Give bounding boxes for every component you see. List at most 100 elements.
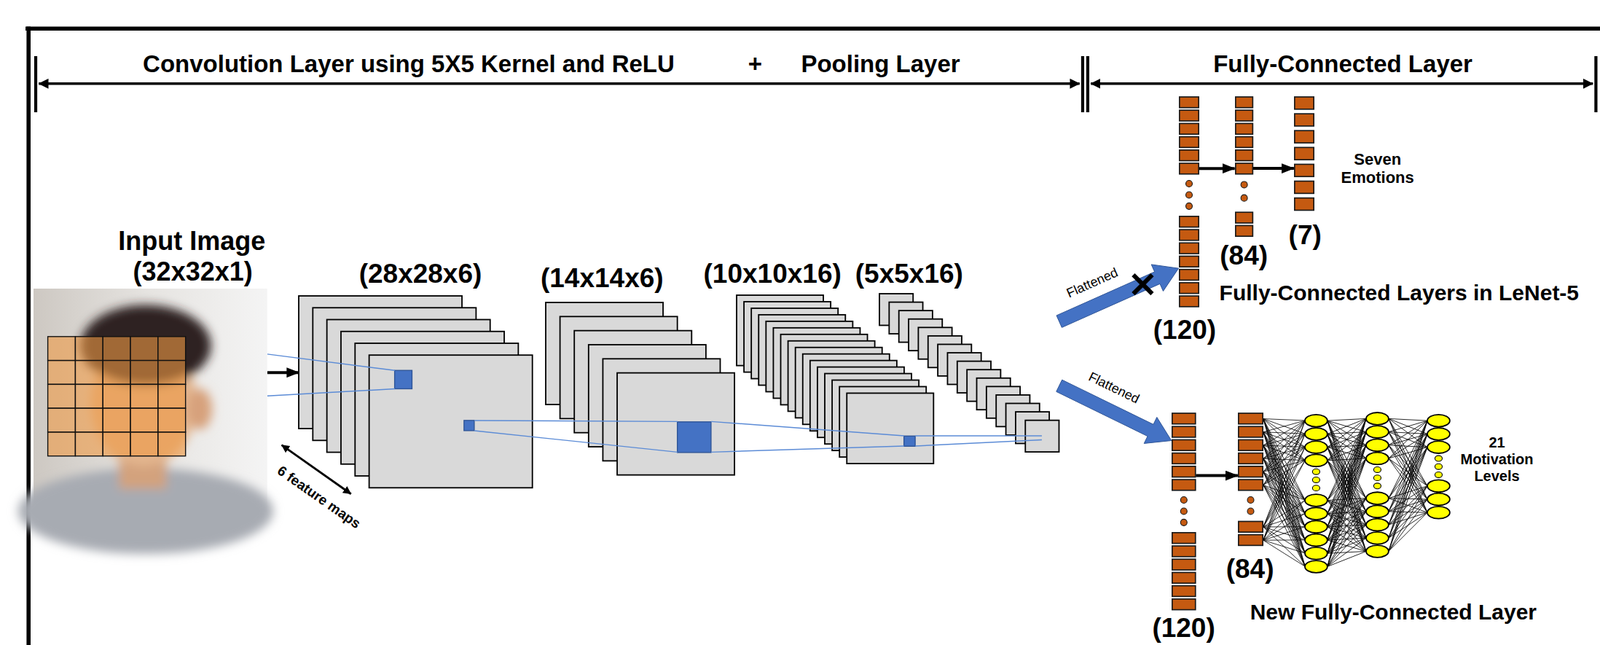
ellipsis-dot [1185,202,1192,210]
neuron-cell [1294,163,1314,177]
receptive-line [474,420,678,422]
neuron-column: (84) [1234,96,1254,237]
ellipsis-dot [1435,455,1443,462]
column-art [1234,96,1254,237]
neuron-cell [1238,534,1263,546]
layer-label: (14x14x6) [540,263,664,291]
layer-label: 21 Motivation Levels [1460,434,1534,485]
neuron-cell [1172,466,1196,478]
ellipsis-dot [1312,468,1321,475]
kernel-cell [158,408,186,433]
neuron-cell [1172,440,1196,452]
section-header: Fully-Connected Layer [1213,51,1473,76]
neuron-cell [1294,181,1314,194]
group-caption: Fully-Connected Layers in LeNet-5 [1219,281,1579,304]
feature-map [369,354,533,488]
kernel-cell [102,360,131,385]
neuron-cell [1234,123,1253,135]
neuron-cell [1294,130,1314,143]
photo-art [33,288,268,513]
ellipsis-dot [1180,496,1187,504]
receptive-line [474,430,678,452]
neuron-cell [1178,136,1198,148]
span-bar [1086,56,1090,113]
column-art [1293,96,1315,210]
receptive-line [711,421,905,436]
receptive-line [711,445,905,452]
frame-line [26,26,31,645]
section-header: + [748,51,763,76]
dense-link [1388,420,1428,538]
dense-link [1327,418,1367,554]
neuron-cell [1234,136,1253,148]
dense-link [1327,550,1367,567]
neuron-cell [1178,269,1198,281]
receptive-line [267,354,395,371]
neuron-cell [1238,479,1263,491]
ellipsis-dot [1435,471,1443,478]
layer-arrow [1195,474,1238,478]
neuron-cell [1178,242,1198,254]
kernel-cell [48,360,76,385]
layer-arrow [1199,166,1235,170]
receptive-line [915,440,1042,446]
neuron [1427,414,1450,427]
neuron-cell [1294,198,1314,211]
neuron-cell [1178,123,1198,135]
section-header: Pooling Layer [800,51,960,76]
photo-ear [187,389,213,430]
neuron-cell [1178,282,1198,294]
dense-link [1388,499,1428,551]
neuron-cell [1172,572,1196,584]
receptive-line [915,434,1042,436]
ellipsis-dot [1374,466,1382,473]
neuron-column: (120) [1171,413,1197,610]
dense-link [1388,420,1428,525]
kernel-cell [75,408,104,433]
dense-link [1388,433,1428,551]
neuron-cell [1238,426,1263,438]
neuron-column: (84) [1237,413,1264,546]
dense-link [1327,418,1367,567]
layer-label: (28x28x6) [359,260,483,288]
receptive-field [677,421,712,452]
section-header: Convolution Layer using 5X5 Kernel and R… [142,51,675,76]
dense-link [1327,445,1367,567]
dense-link [1388,420,1428,512]
neuron-cell [1294,96,1314,110]
neuron [1304,493,1328,507]
neuron [1304,520,1328,533]
neuron-cell [1178,295,1198,307]
flow-arrow [267,370,299,374]
dense-link [1388,418,1428,421]
dense-link [1327,458,1367,567]
kernel-grid [48,336,186,457]
ellipsis-dot [1312,476,1321,483]
receptive-line [267,389,395,397]
column-art [1178,96,1200,308]
column-art [1171,413,1197,610]
receptive-field [464,420,475,431]
neuron-cell [1172,453,1196,465]
dense-link [1327,511,1367,567]
feature-map [1025,420,1060,452]
dense-link [1388,512,1428,551]
neuron [1366,438,1389,452]
ellipsis-dot [1435,463,1443,470]
neuron-cell [1172,532,1196,544]
mark-group [1132,274,1152,294]
neuron [1427,506,1450,519]
connector-group [267,168,1305,567]
neuron-cell [1294,113,1314,127]
output-label: (32x32x1) [133,258,253,285]
neuron [1304,507,1328,520]
photo-figure [18,305,274,555]
ellipsis-dot [1374,475,1382,481]
span-arrow [38,82,1080,86]
neuron-cell [1172,585,1196,597]
receptive-lines [267,354,1042,452]
dense-link [1388,485,1428,552]
neuron [1366,531,1389,545]
layer-arrow [1253,166,1294,170]
